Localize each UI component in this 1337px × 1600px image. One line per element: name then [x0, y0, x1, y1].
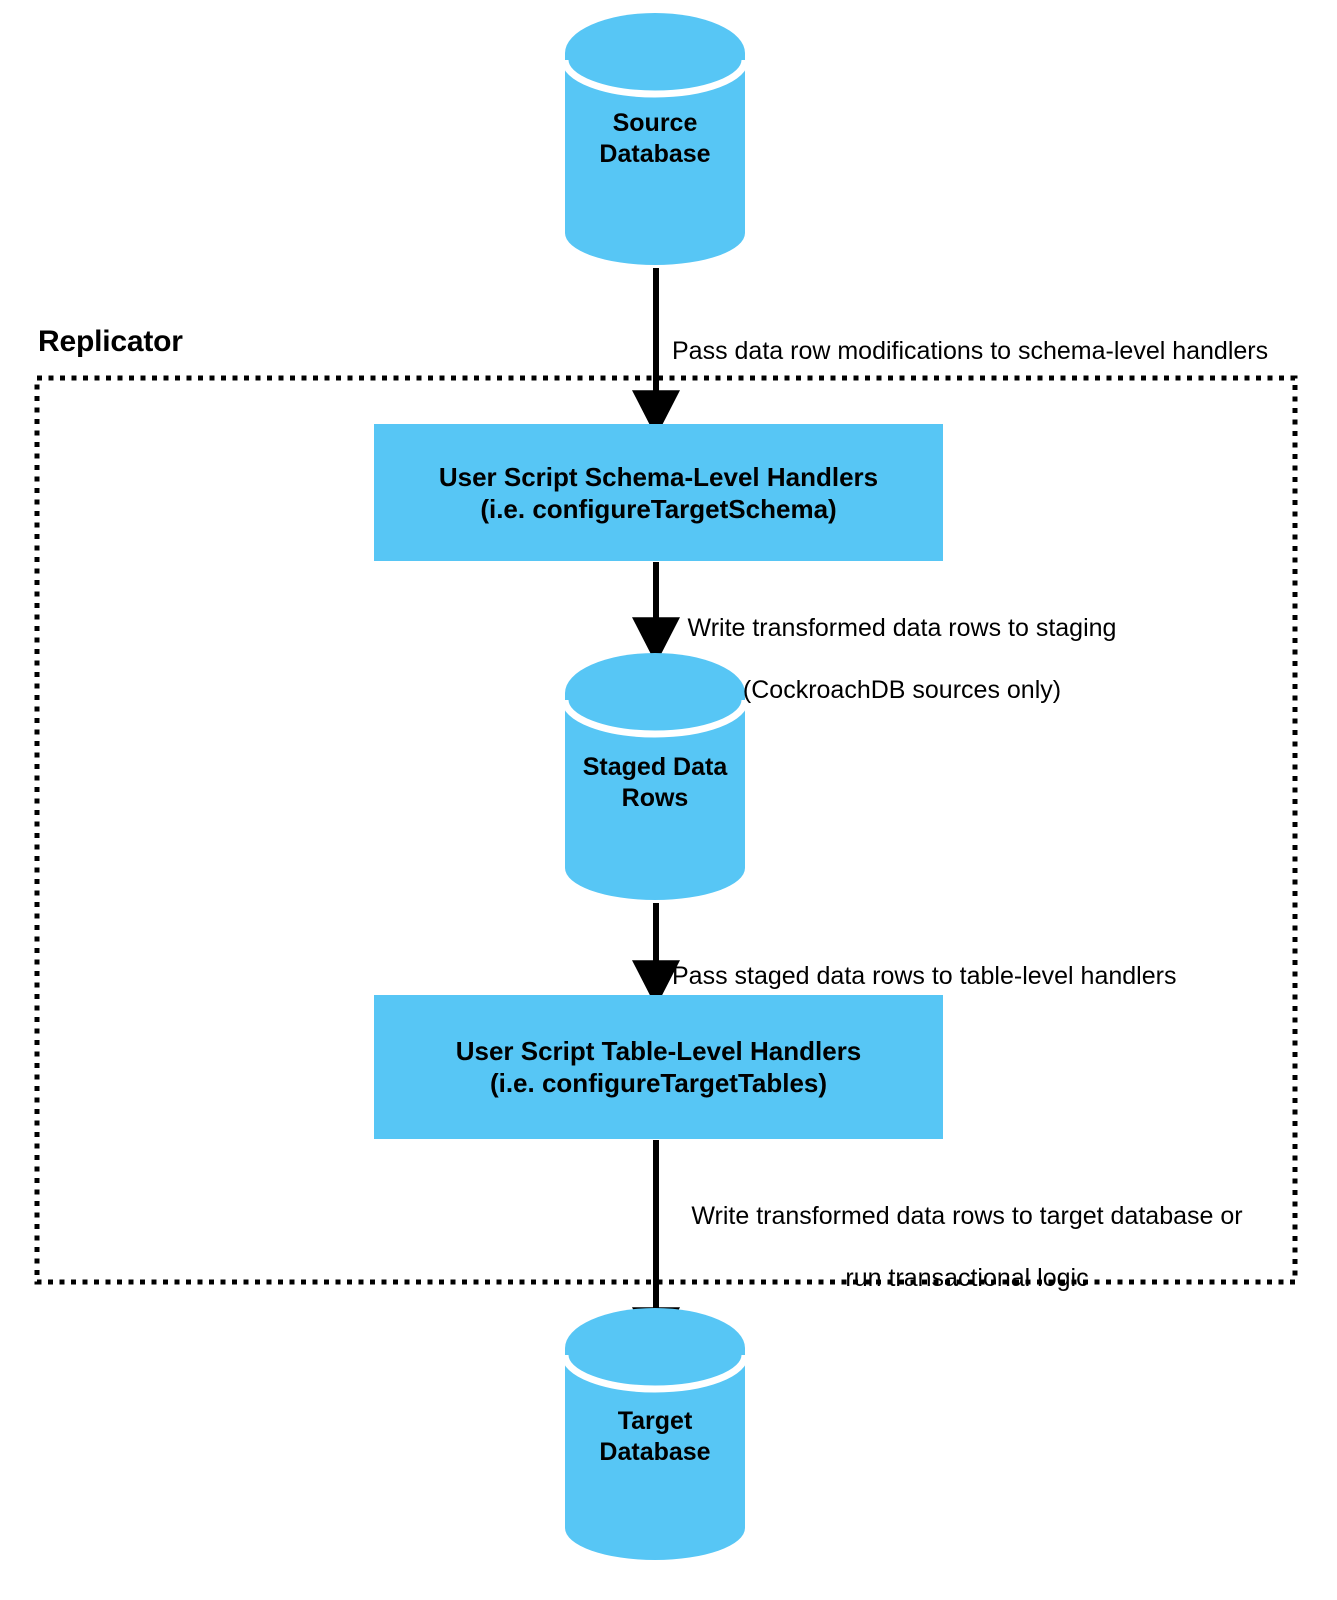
edge-source-to-schema-handlers-label: Pass data row modifications to schema-le… [672, 305, 1302, 398]
edge-staging-to-table-handlers-label-line1: Pass staged data rows to table-level han… [672, 962, 1177, 990]
staged-data-rows-shape [561, 653, 749, 900]
table-level-handlers-shape [374, 995, 943, 1139]
edge-table-handlers-to-target-label: Write transformed data rows to target da… [672, 1170, 1262, 1325]
edge-staging-to-table-handlers-label: Pass staged data rows to table-level han… [672, 930, 1232, 1023]
edge-source-to-schema-handlers-label-line1: Pass data row modifications to schema-le… [672, 337, 1269, 365]
target-database-shape [561, 1308, 749, 1560]
edge-schema-handlers-to-staging-label-line2: (CockroachDB sources only) [742, 676, 1062, 704]
replicator-group-title: Replicator [38, 325, 183, 358]
edge-schema-handlers-to-staging-label: Write transformed data rows to staging (… [672, 582, 1132, 737]
edge-table-handlers-to-target-label-line2: run transactional logic [845, 1264, 1089, 1292]
edge-schema-handlers-to-staging-label-line1: Write transformed data rows to staging [687, 614, 1117, 642]
schema-level-handlers-shape [374, 424, 943, 561]
edge-table-handlers-to-target-label-line1: Write transformed data rows to target da… [691, 1202, 1243, 1230]
source-database-shape [561, 13, 749, 265]
